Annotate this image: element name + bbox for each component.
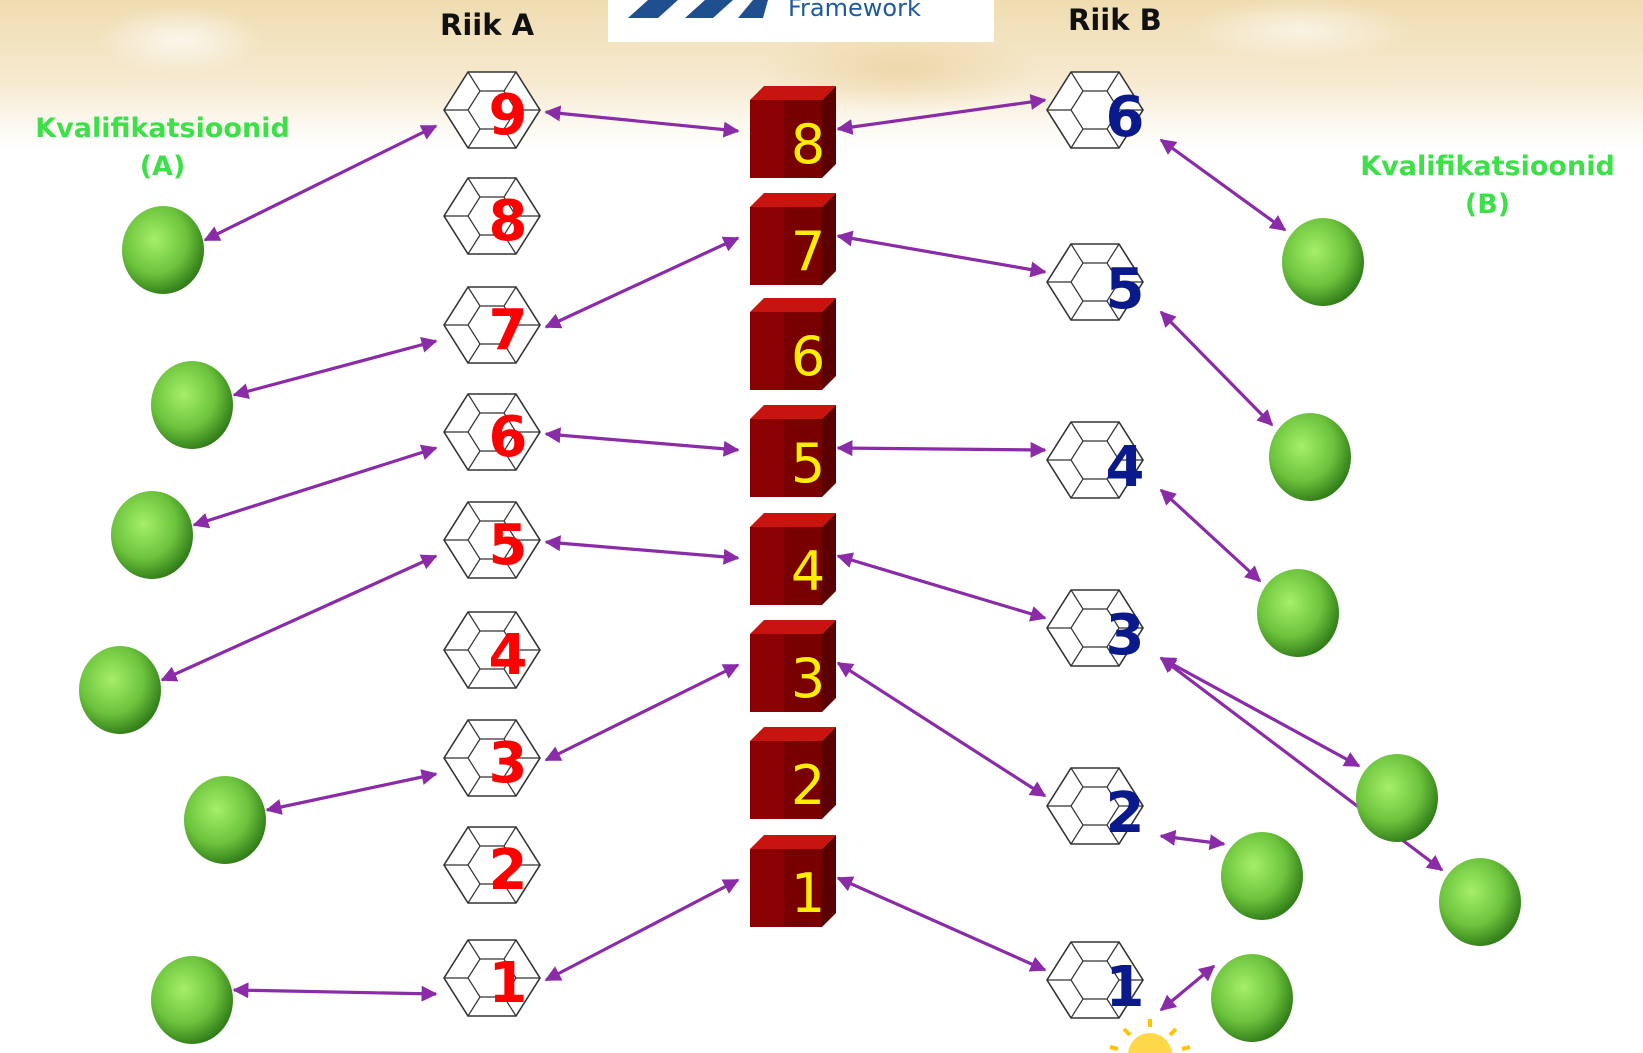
polyhedron-icon: 8 [443, 177, 541, 255]
qualification-link-arrow [1159, 829, 1226, 851]
framework-level-number: 2 [791, 754, 825, 817]
cube-icon: 2 [750, 727, 836, 819]
polyhedron-icon: 9 [443, 71, 541, 149]
polyhedron-icon: 1 [1046, 941, 1145, 1020]
cube-icon: 4 [750, 513, 836, 605]
level-link-arrow [836, 661, 1047, 798]
framework-level-number: 3 [791, 647, 825, 710]
framework-logo-emblem [628, 0, 768, 18]
level-link-arrow [544, 427, 740, 457]
sphere-icon [151, 956, 233, 1044]
qualifications-b-label: Kvalifikatsioonid (B) [1335, 148, 1640, 224]
country-a-level-number: 1 [489, 951, 528, 1016]
qualifications-a-line2: (A) [139, 151, 186, 182]
sphere-icon [1356, 754, 1438, 842]
country-a-level-number: 8 [489, 189, 528, 254]
arrows-layer [160, 94, 1444, 1012]
qualification-link-arrow [192, 444, 438, 529]
level-link-arrow [836, 94, 1047, 135]
country-a-level-number: 2 [489, 838, 528, 903]
qualification-link-arrow [1159, 656, 1361, 768]
country-a-level-number: 7 [489, 298, 528, 363]
country-a-heading: Riik A [440, 8, 535, 42]
polyhedron-icon: 4 [443, 611, 541, 689]
sphere-icon [151, 361, 233, 449]
country-b-level-number: 4 [1106, 435, 1145, 500]
qualification-link-arrow [232, 336, 438, 400]
cube-icon: 5 [750, 405, 836, 497]
sphere-icon [79, 646, 161, 734]
polyhedron-icon: 3 [443, 719, 541, 797]
level-link-arrow [836, 440, 1047, 458]
country-a-level-number: 3 [489, 731, 528, 796]
country-b-levels: 6 5 4 3 2 1 [1046, 71, 1145, 1020]
qualifications-b-line1: Kvalifikatsioonid [1360, 151, 1615, 182]
country-b-level-number: 1 [1106, 955, 1145, 1020]
sphere-icon [122, 206, 204, 294]
sphere-icon [1269, 413, 1351, 501]
spheres-layer [79, 206, 1521, 1044]
country-a-level-number: 5 [489, 513, 528, 578]
qualification-link-arrow [1159, 310, 1274, 427]
level-link-arrow [836, 552, 1047, 622]
level-link-arrow [544, 663, 740, 762]
level-link-arrow [544, 878, 740, 982]
framework-level-number: 5 [791, 432, 825, 495]
framework-logo-text: Framework [788, 0, 921, 22]
country-a-level-number: 9 [489, 83, 528, 148]
level-link-arrow [544, 105, 740, 138]
cube-icon: 6 [750, 298, 836, 390]
level-link-arrow [544, 535, 740, 565]
polyhedron-icon: 3 [1046, 589, 1145, 668]
framework-level-number: 1 [791, 862, 825, 925]
country-b-level-number: 3 [1106, 603, 1145, 668]
country-b-level-number: 2 [1106, 781, 1145, 846]
polyhedron-icon: 5 [1046, 243, 1145, 322]
country-b-level-number: 5 [1106, 257, 1145, 322]
framework-logo: Framework [608, 0, 994, 42]
polyhedron-icon: 6 [443, 393, 541, 471]
qualification-link-arrow [203, 124, 438, 242]
country-b-level-number: 6 [1106, 85, 1145, 150]
polyhedron-icon: 7 [443, 286, 541, 364]
country-a-levels: 9 8 7 6 5 4 3 2 1 [443, 71, 541, 1017]
country-b-heading: Riik B [1068, 3, 1162, 37]
level-link-arrow [836, 876, 1047, 972]
level-link-arrow [836, 230, 1047, 278]
polyhedron-icon: 5 [443, 501, 541, 579]
polyhedron-icon: 6 [1046, 71, 1145, 150]
cube-icon: 8 [750, 86, 836, 178]
polyhedron-icon: 1 [443, 939, 541, 1017]
sphere-icon [1211, 954, 1293, 1042]
qualification-link-arrow [160, 554, 438, 682]
sphere-icon [1221, 832, 1303, 920]
framework-level-number: 8 [791, 113, 825, 176]
country-a-level-number: 6 [489, 405, 528, 470]
polyhedron-icon: 4 [1046, 421, 1145, 500]
sphere-icon [1282, 218, 1364, 306]
qualification-link-arrow [1159, 964, 1216, 1012]
level-link-arrow [544, 236, 740, 329]
qualification-link-arrow [265, 769, 438, 815]
sphere-icon [184, 776, 266, 864]
qualification-link-arrow [1159, 488, 1262, 583]
framework-level-number: 4 [791, 540, 825, 603]
polyhedron-icon: 2 [1046, 767, 1145, 846]
qualification-link-arrow [1159, 138, 1287, 232]
sphere-icon [1257, 569, 1339, 657]
framework-level-number: 6 [791, 325, 825, 388]
sphere-icon [1439, 858, 1521, 946]
framework-levels: 8 7 6 5 4 3 2 1 [750, 86, 836, 927]
cube-icon: 1 [750, 835, 836, 927]
polyhedron-icon: 2 [443, 826, 541, 904]
country-a-level-number: 4 [489, 623, 528, 688]
sphere-icon [111, 491, 193, 579]
qualifications-b-line2: (B) [1464, 189, 1511, 220]
cube-icon: 7 [750, 193, 836, 285]
sun-icon [1109, 1019, 1191, 1053]
qualification-link-arrow [232, 982, 438, 1002]
cube-icon: 3 [750, 620, 836, 712]
framework-level-number: 7 [791, 220, 825, 283]
